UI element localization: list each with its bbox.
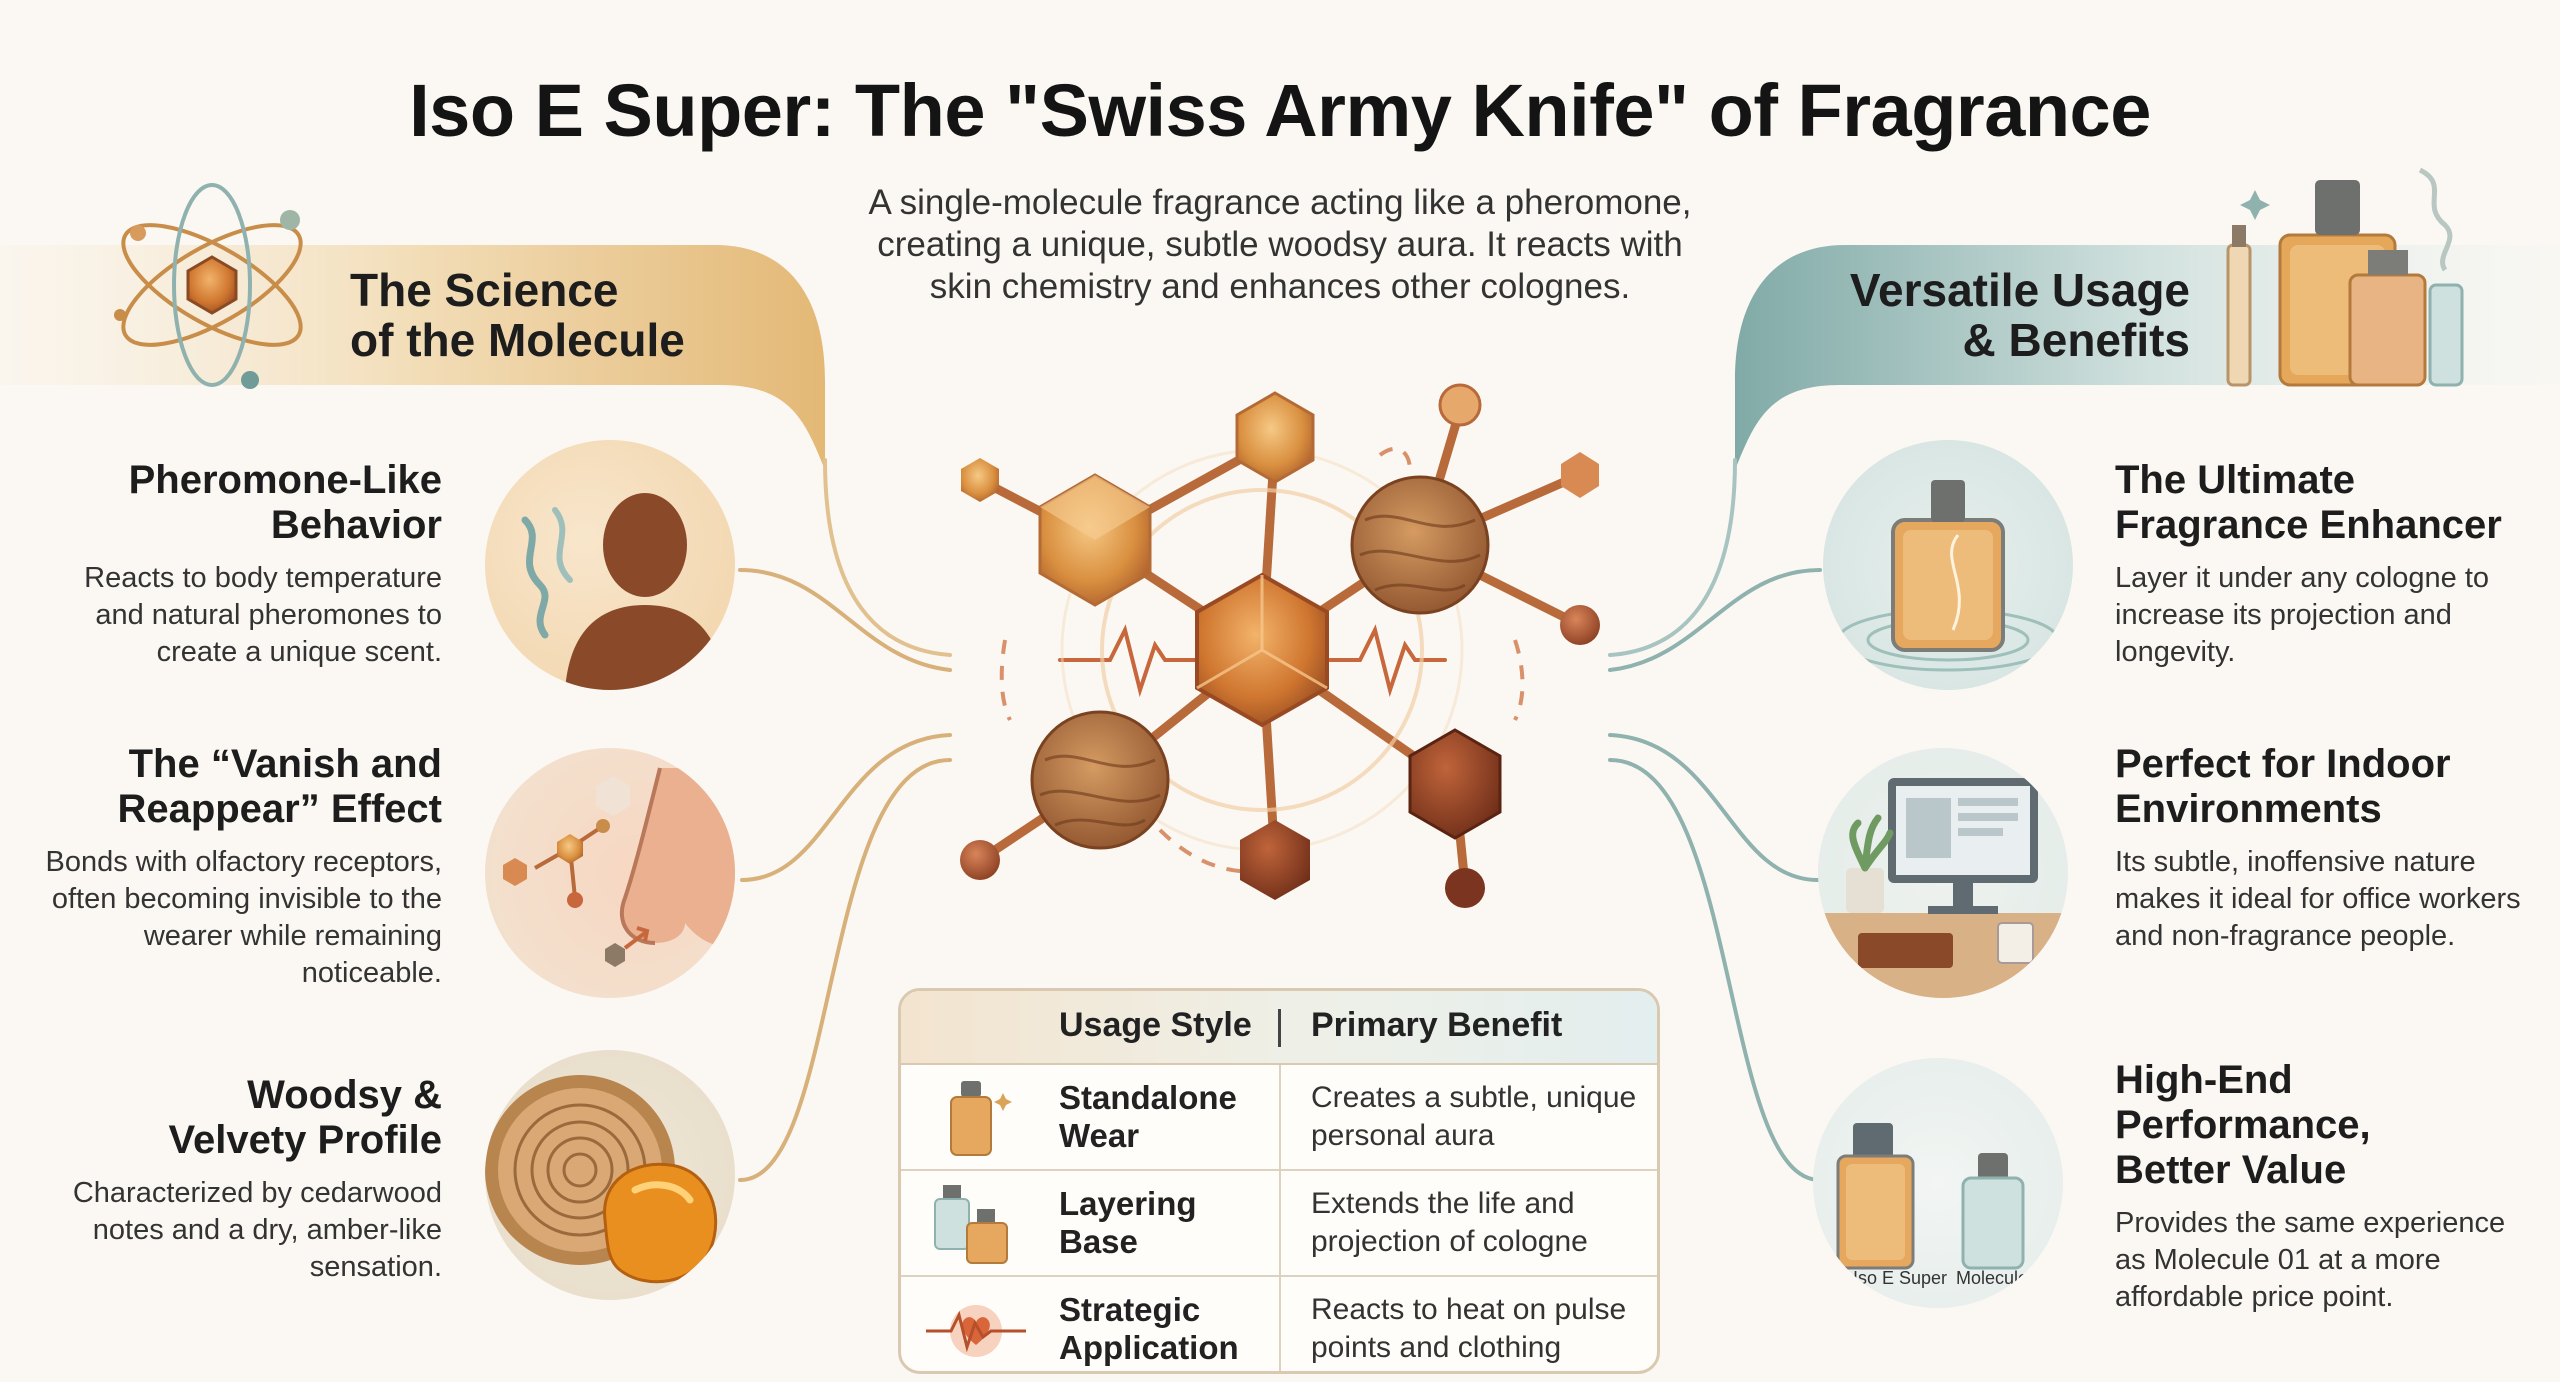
perfume-bottle-icon — [1823, 440, 2073, 690]
section-title-usage-line1: Versatile Usage — [1849, 264, 2190, 316]
wood-amber-icon — [485, 1050, 735, 1300]
feature-enhancer: The Ultimate Fragrance Enhancer Layer it… — [2115, 458, 2535, 671]
feature-woodsy-title-line2: Velvety Profile — [168, 1118, 442, 1162]
feature-value-title-line1: High-End — [2115, 1058, 2293, 1102]
two-bottles-icon: Iso E Super Molecule 01 — [1813, 1058, 2063, 1308]
row-divider — [1279, 1065, 1281, 1169]
person-silhouette-icon — [485, 440, 735, 690]
feature-woodsy-title-line1: Woodsy & — [247, 1073, 442, 1117]
row-divider — [1279, 1171, 1281, 1275]
feature-indoor-title: Perfect for Indoor Environments — [2115, 742, 2535, 832]
header-divider — [1278, 1009, 1281, 1047]
nose-molecule-icon — [485, 748, 735, 998]
row-benefit: Creates a subtle, unique personal aura — [1311, 1081, 1637, 1152]
feature-vanish-desc: Bonds with olfactory receptors, often be… — [45, 846, 442, 989]
row-style-line2: Wear — [1059, 1117, 1140, 1154]
feature-enhancer-title-line2: Fragrance Enhancer — [2115, 503, 2502, 547]
row-benefit: Extends the life and projection of colog… — [1311, 1187, 1588, 1258]
feature-pheromone-desc: Reacts to body temperature and natural p… — [84, 562, 442, 668]
bottle-label-iso: Iso E Super — [1853, 1268, 1948, 1288]
row-style: Strategic Application — [1059, 1291, 1269, 1367]
section-title-science: The Science of the Molecule — [350, 265, 770, 365]
table-row: Standalone Wear Creates a subtle, unique… — [901, 1065, 1657, 1171]
header-usage-style: Usage Style — [1059, 1006, 1252, 1044]
table-row: Layering Base Extends the life and proje… — [901, 1171, 1657, 1277]
feature-enhancer-title-line1: The Ultimate — [2115, 458, 2356, 502]
feature-value-desc: Provides the same experience as Molecule… — [2115, 1207, 2506, 1313]
section-title-science-line1: The Science — [350, 264, 619, 316]
small-bottle-icon — [950, 1081, 1012, 1156]
two-small-bottles-icon — [934, 1185, 1008, 1264]
feature-indoor-title-line1: Perfect for Indoor — [2115, 742, 2451, 786]
perfume-bottles-icon — [2226, 167, 2464, 387]
row-style: Standalone Wear — [1059, 1079, 1269, 1155]
table-row: Strategic Application Reacts to heat on … — [901, 1277, 1657, 1371]
header-primary-benefit: Primary Benefit — [1311, 1006, 1563, 1044]
feature-vanish-title: The “Vanish and Reappear” Effect — [40, 742, 442, 832]
section-title-usage-line2: & Benefits — [1962, 314, 2190, 366]
feature-pheromone: Pheromone-Like Behavior Reacts to body t… — [40, 458, 442, 671]
row-style-line1: Layering — [1059, 1185, 1197, 1222]
feature-woodsy-title: Woodsy & Velvety Profile — [40, 1073, 442, 1163]
feature-vanish: The “Vanish and Reappear” Effect Bonds w… — [40, 742, 442, 992]
feature-indoor: Perfect for Indoor Environments Its subt… — [2115, 742, 2535, 955]
pulse-heartbeat-icon — [926, 1305, 1026, 1357]
feature-indoor-desc: Its subtle, inoffensive nature makes it … — [2115, 846, 2521, 952]
office-desk-icon — [1818, 748, 2068, 998]
section-title-science-line2: of the Molecule — [350, 314, 685, 366]
usage-table: Usage Style Primary Benefit Standalone W… — [898, 988, 1660, 1374]
row-style-line1: Standalone — [1059, 1079, 1237, 1116]
atom-icon — [114, 183, 303, 389]
feature-pheromone-title: Pheromone-Like Behavior — [40, 458, 442, 548]
feature-vanish-title-line2: Reappear” Effect — [117, 787, 442, 831]
feature-value-title-line3: Better Value — [2115, 1148, 2347, 1192]
feature-indoor-title-line2: Environments — [2115, 787, 2382, 831]
page-subtitle: A single-molecule fragrance acting like … — [868, 183, 1692, 306]
section-title-usage: Versatile Usage & Benefits — [1780, 265, 2190, 365]
feature-vanish-title-line1: The “Vanish and — [128, 742, 442, 786]
feature-enhancer-desc: Layer it under any cologne to increase i… — [2115, 562, 2490, 668]
row-divider — [1279, 1277, 1281, 1371]
row-benefit: Reacts to heat on pulse points and cloth… — [1311, 1293, 1627, 1364]
feature-enhancer-title: The Ultimate Fragrance Enhancer — [2115, 458, 2535, 548]
row-style: Layering Base — [1059, 1185, 1269, 1261]
feature-value: High-End Performance, Better Value Provi… — [2115, 1058, 2535, 1316]
usage-table-header: Usage Style Primary Benefit — [901, 991, 1657, 1065]
feature-pheromone-title-line1: Pheromone-Like — [128, 458, 442, 502]
feature-woodsy: Woodsy & Velvety Profile Characterized b… — [40, 1073, 442, 1286]
feature-value-title: High-End Performance, Better Value — [2115, 1058, 2535, 1193]
page-title: Iso E Super: The "Swiss Army Knife" of F… — [409, 69, 2151, 152]
row-style-line2: Base — [1059, 1223, 1138, 1260]
row-style-line2: Application — [1059, 1329, 1239, 1366]
feature-pheromone-title-line2: Behavior — [270, 503, 442, 547]
row-style-line1: Strategic — [1059, 1291, 1201, 1328]
feature-value-title-line2: Performance, — [2115, 1103, 2371, 1147]
feature-woodsy-desc: Characterized by cedarwood notes and a d… — [72, 1177, 442, 1283]
bottle-label-molecule: Molecule 01 — [1956, 1268, 2054, 1288]
